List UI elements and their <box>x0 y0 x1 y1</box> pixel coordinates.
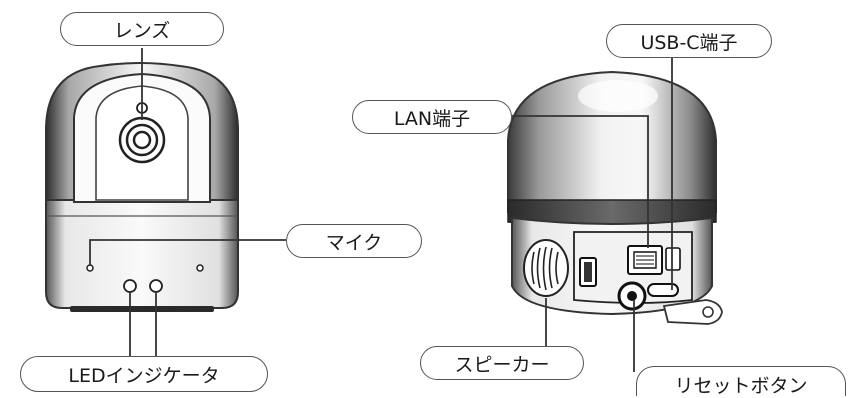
led-indicator-label: LEDインジケータ <box>20 356 268 392</box>
reset-button-label: リセットボタン <box>636 366 846 397</box>
led-left <box>123 279 137 293</box>
reset-button-inner <box>627 291 637 301</box>
usb-c-port <box>647 283 679 297</box>
front-leader-lines <box>89 48 286 356</box>
side-port <box>665 247 681 271</box>
back-camera-dome <box>507 70 717 213</box>
speaker-label: スピーカー <box>420 346 584 380</box>
microphone-label: マイク <box>286 224 422 258</box>
usb-c-port-label: USB-C端子 <box>606 24 772 58</box>
lan-port-label: LAN端子 <box>352 100 512 134</box>
front-camera-base <box>45 189 239 309</box>
mounting-tab <box>662 299 723 325</box>
lens-ring-inner <box>132 130 152 150</box>
front-dot <box>196 264 204 272</box>
led-right <box>149 279 163 293</box>
lens-label: レンズ <box>60 12 224 46</box>
back-leader-lines <box>512 58 673 372</box>
front-camera <box>45 62 239 312</box>
back-camera <box>507 70 723 325</box>
speaker-grille <box>523 239 569 297</box>
front-camera-foot <box>70 306 214 312</box>
